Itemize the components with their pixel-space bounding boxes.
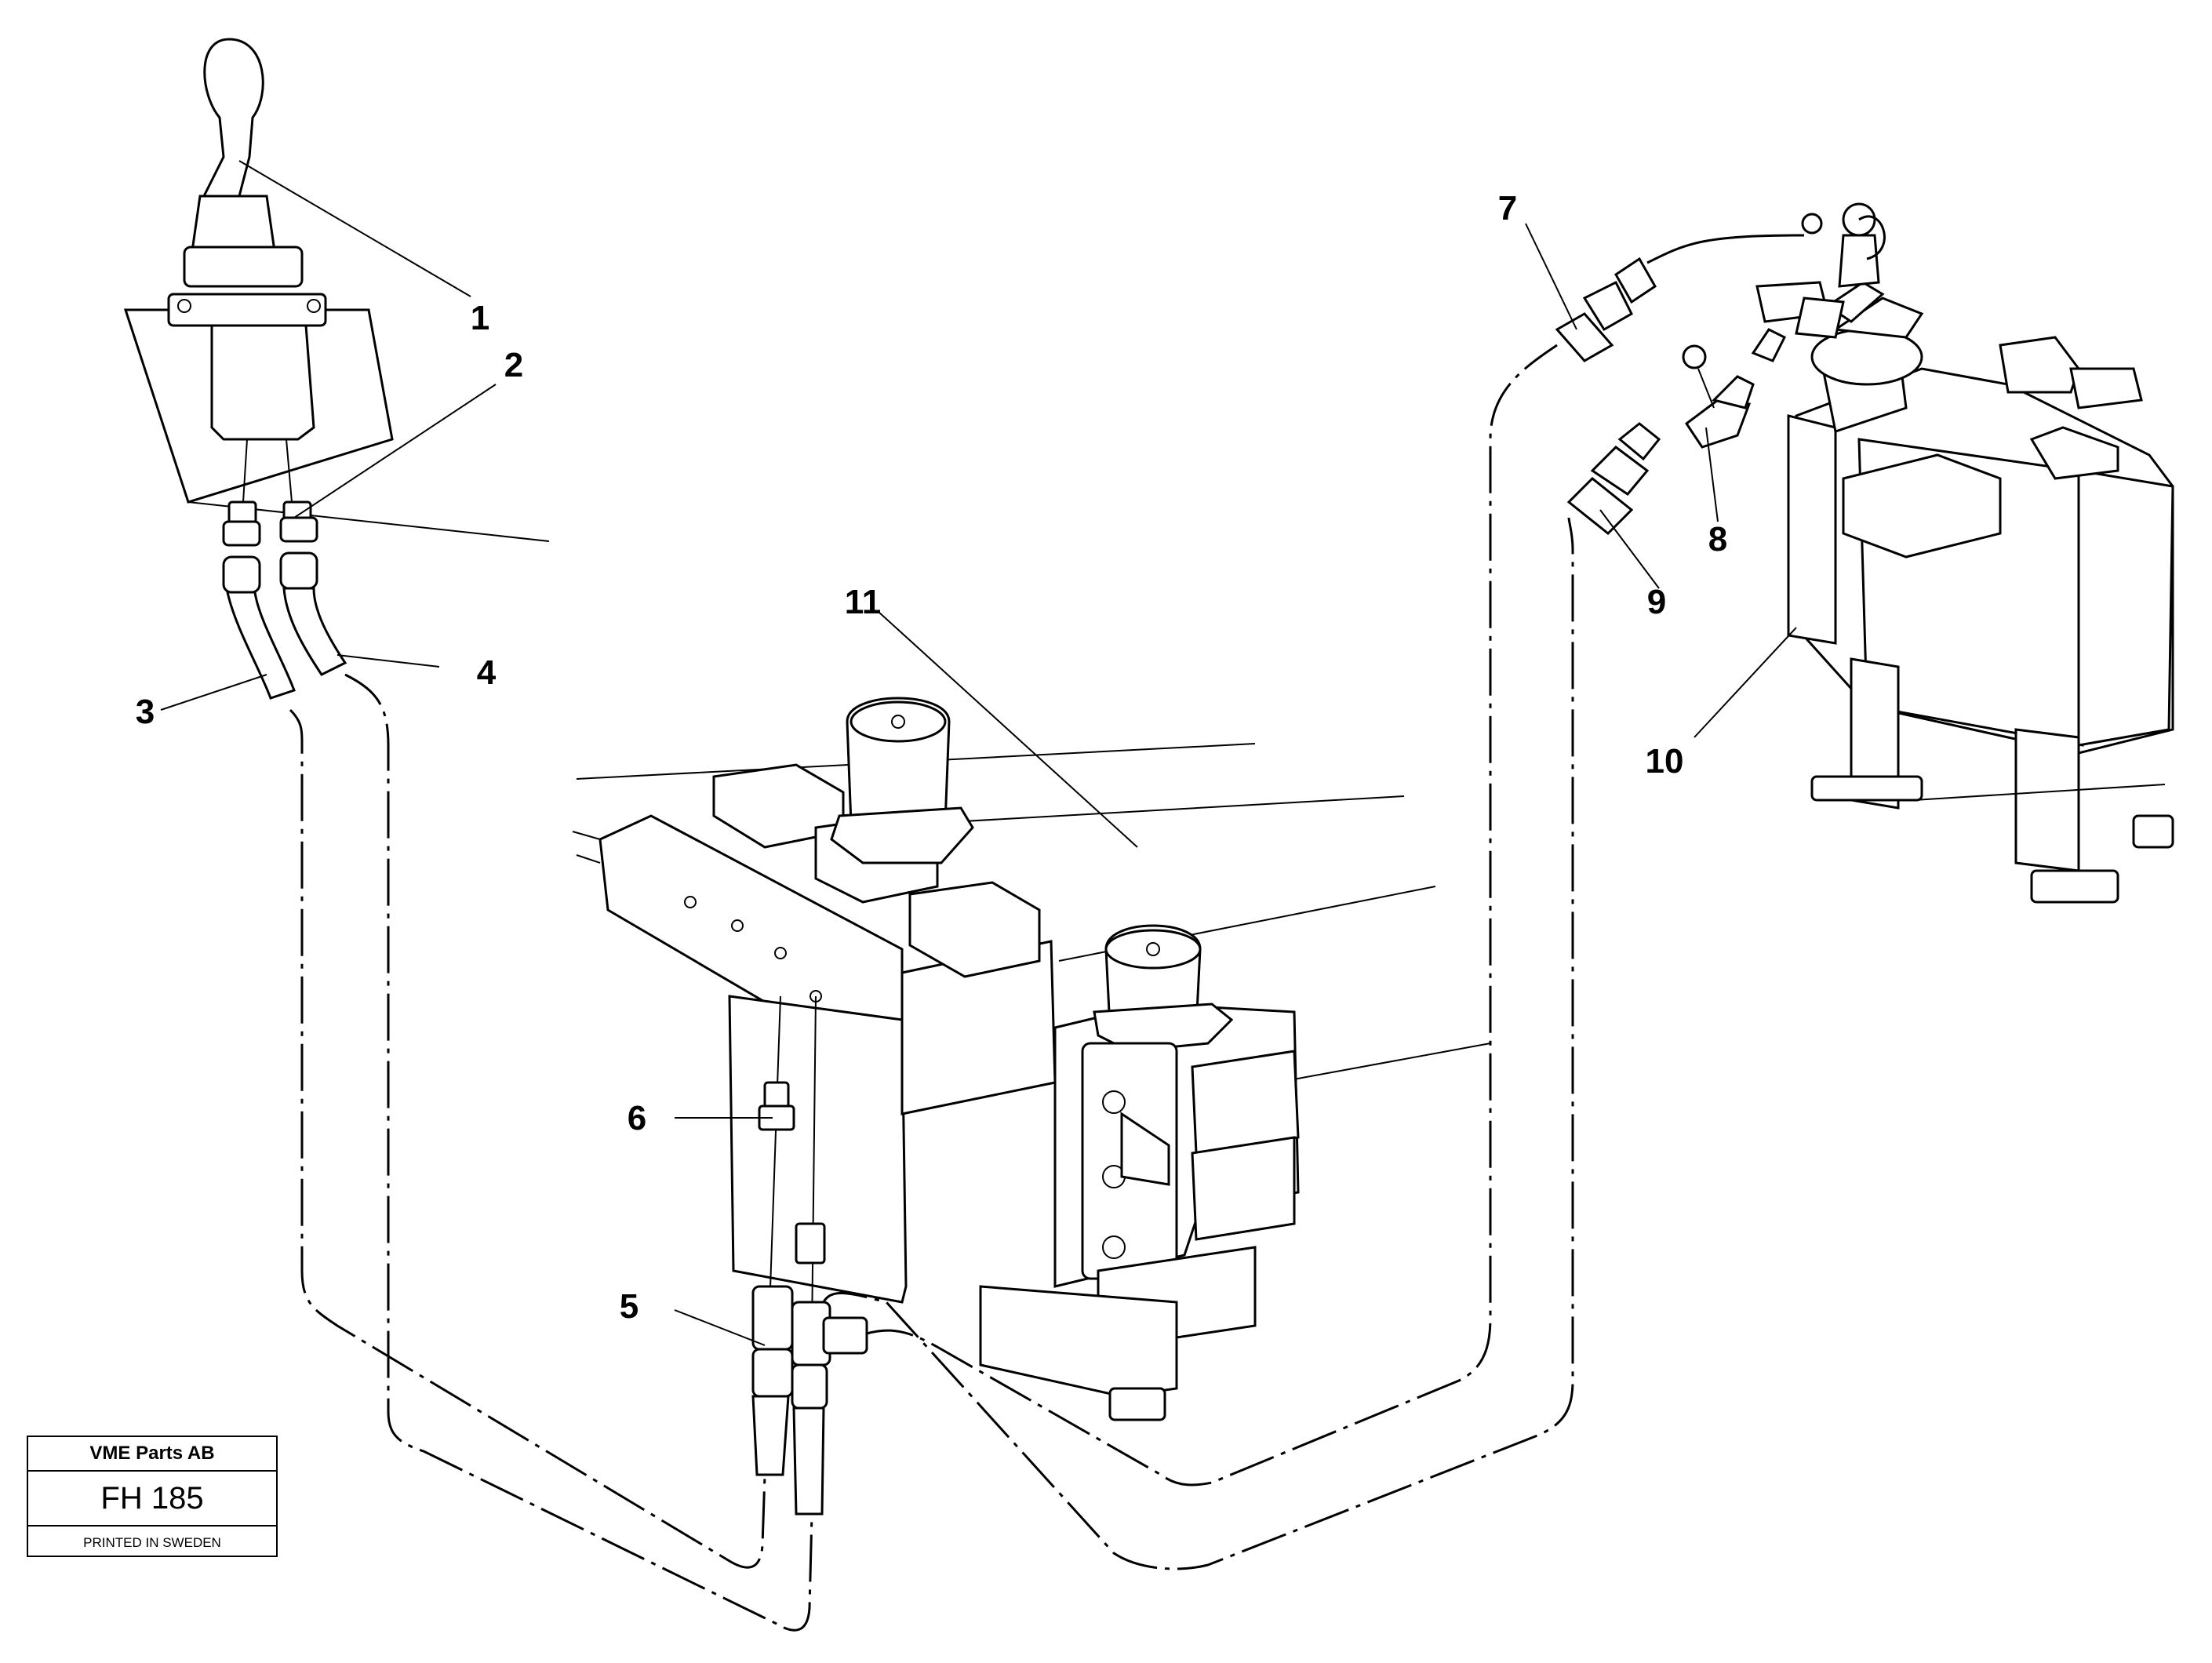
title-block: VME Parts AB FH 185 PRINTED IN SWEDEN — [27, 1436, 278, 1557]
hose-routing — [289, 344, 1574, 1632]
drawing-code: FH 185 — [28, 1472, 276, 1527]
callout-8: 8 — [1708, 520, 1727, 559]
control-lever-assembly — [123, 38, 550, 700]
fittings-7-8-9 — [1555, 213, 1823, 536]
callout-3: 3 — [136, 693, 155, 731]
callout-5: 5 — [620, 1287, 638, 1326]
main-valve-block — [572, 697, 1491, 1421]
callout-6: 6 — [628, 1099, 646, 1137]
callout-11: 11 — [845, 583, 882, 621]
callout-4: 4 — [477, 653, 497, 692]
company-name: VME Parts AB — [28, 1437, 276, 1472]
pump-unit — [1755, 202, 2174, 904]
callout-9: 9 — [1647, 583, 1666, 621]
callout-10: 10 — [1646, 742, 1684, 781]
callout-labels: 1 2 3 4 5 6 7 8 9 10 11 — [136, 189, 1727, 1326]
leader-lines — [160, 160, 1797, 1346]
printed-note: PRINTED IN SWEDEN — [83, 1535, 221, 1550]
callout-7: 7 — [1498, 189, 1517, 227]
callout-2: 2 — [504, 346, 523, 384]
callout-1: 1 — [471, 299, 489, 337]
